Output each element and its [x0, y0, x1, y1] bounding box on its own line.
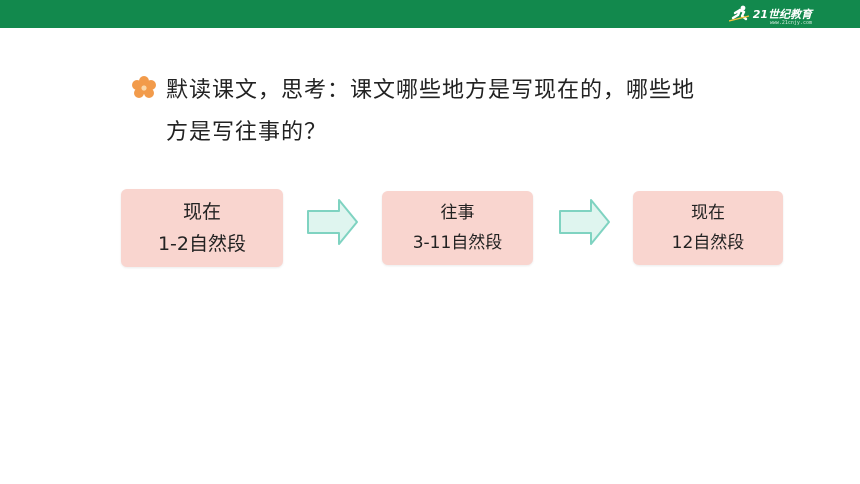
flow-card-title: 现在 — [182, 201, 221, 223]
flow-card-range: 12自然段 — [671, 233, 745, 253]
flow-card-range: 1-2自然段 — [157, 233, 247, 255]
question-text: 默读课文，思考：课文哪些地方是写现在的，哪些地 方是写往事的？ — [166, 70, 766, 154]
logo-text: 21世纪教育 — [752, 8, 812, 21]
flow-card-present-2: 现在 12自然段 — [633, 191, 783, 265]
flow-card-past: 往事 3-11自然段 — [382, 191, 533, 265]
flow-card-title: 现在 — [691, 203, 725, 223]
flow-card-range: 3-11自然段 — [412, 233, 503, 253]
flower-bullet-icon — [132, 76, 156, 98]
flow-card-title: 往事 — [440, 203, 475, 223]
runner-logo-icon — [728, 5, 749, 22]
question-line-2: 方是写往事的？ — [166, 120, 328, 145]
flow-card-present-1: 现在 1-2自然段 — [121, 189, 283, 267]
site-logo[interactable]: 21世纪教育 www.21cnjy.com — [728, 4, 812, 26]
right-arrow-icon — [559, 199, 610, 245]
header-bar: 21世纪教育 www.21cnjy.com — [0, 0, 860, 28]
question-line-1: 默读课文，思考：课文哪些地方是写现在的，哪些地 — [166, 78, 696, 103]
right-arrow-icon — [307, 199, 358, 245]
logo-url: www.21cnjy.com — [769, 20, 812, 26]
